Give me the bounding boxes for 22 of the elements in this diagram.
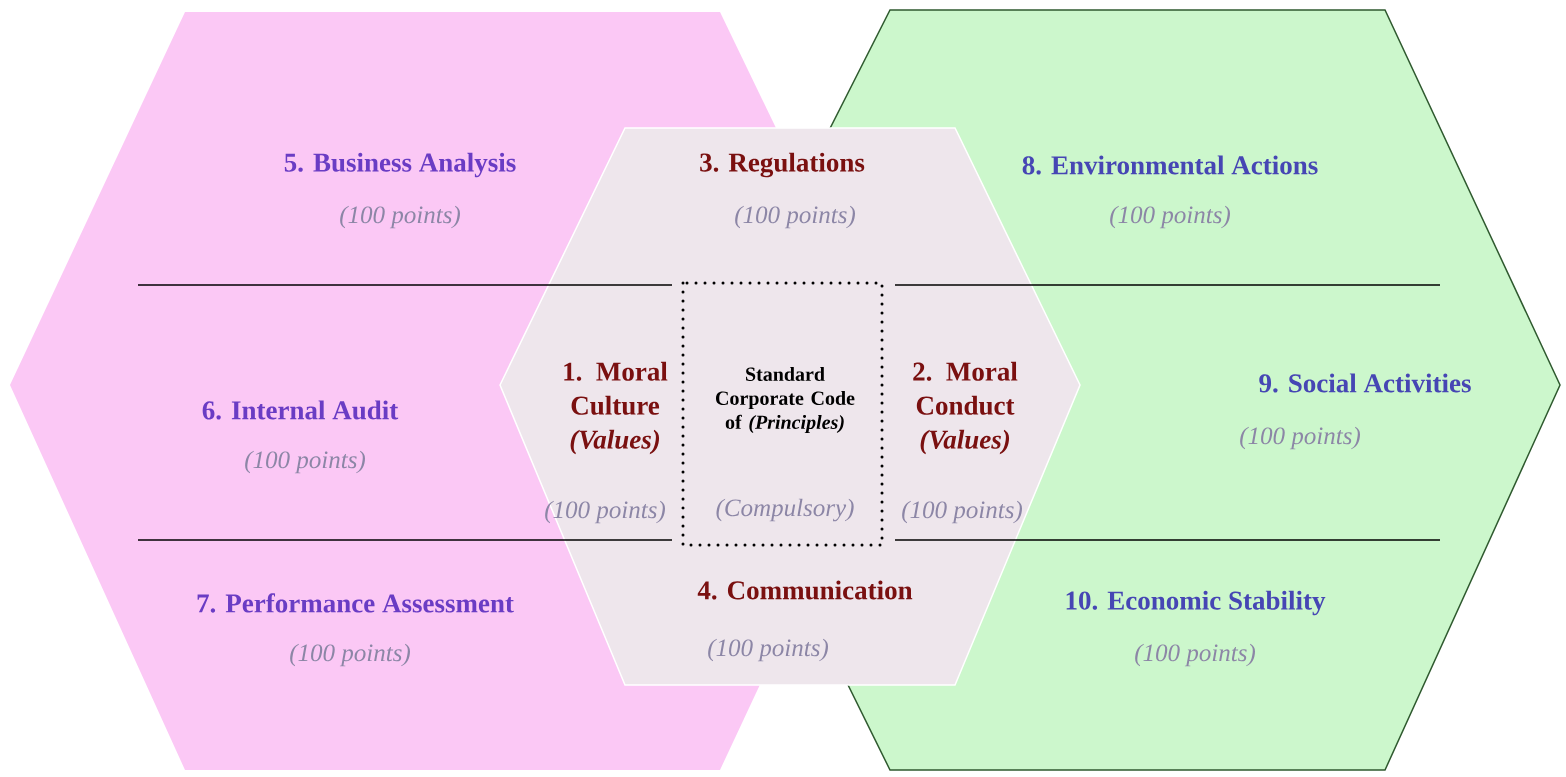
points-label: (Compulsory) — [716, 498, 854, 522]
section-title: 10. Economic Stability — [1066, 590, 1326, 616]
points-label: (100 points) — [735, 205, 855, 229]
section-title: 2. Moral Conduct (Values) — [913, 361, 1018, 455]
section-title: 5. Business Analysis — [284, 152, 516, 178]
points-label: (100 points) — [1110, 205, 1230, 229]
points-label: (100 points) — [290, 643, 410, 667]
section-title: 3. Regulations — [700, 152, 865, 178]
section-title: 4. Communication — [697, 580, 913, 600]
section-title: 8. Environmental Actions — [1022, 155, 1318, 175]
center-title: Standard Corporate Code of (Principles) — [716, 366, 855, 434]
points-label: (100 points) — [902, 500, 1022, 524]
section-title: 7. Performance Assessment — [197, 593, 514, 613]
points-label: (100 points) — [1240, 426, 1360, 450]
points-label: (100 points) — [1135, 643, 1255, 667]
points-label: (100 points) — [545, 500, 665, 524]
points-label: (100 points) — [340, 205, 460, 229]
section-title: 9. Social Activities — [1259, 373, 1471, 393]
section-title: 1. Moral Culture (Values) — [564, 361, 668, 455]
points-label: (100 points) — [708, 638, 828, 662]
section-title: 6. Internal Audit — [202, 400, 399, 420]
points-label: (100 points) — [245, 450, 365, 474]
